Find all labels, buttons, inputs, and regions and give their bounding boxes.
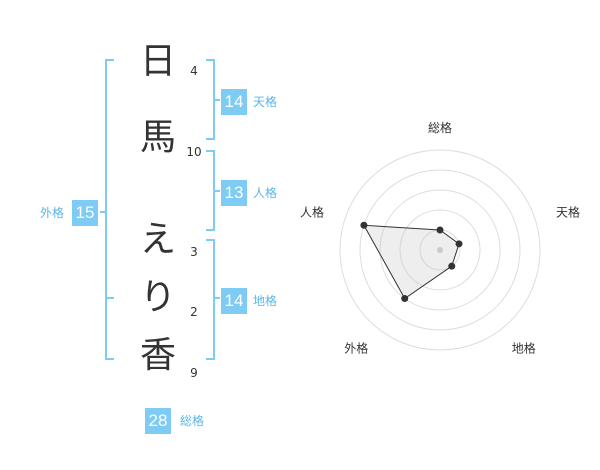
stroke-count-2: 10 (186, 145, 202, 159)
radar-series-polygon (363, 224, 460, 300)
name-char-5: 香 (139, 335, 176, 376)
chikaku-bracket (206, 239, 220, 360)
chikaku-value-badge: 14 (221, 288, 247, 314)
stroke-count-5: 9 (190, 366, 198, 380)
radar-axis-label-2: 天格 (556, 204, 580, 219)
gaikaku-bracket (100, 59, 114, 360)
chikaku-label: 地格 (253, 294, 278, 308)
radar-grid-ring-5 (339, 149, 541, 351)
soukaku-value-badge: 28 (145, 408, 171, 434)
radar-point-4 (401, 295, 409, 303)
radar-axis-label-5: 人格 (300, 204, 324, 219)
tenkaku-label: 天格 (253, 95, 278, 109)
tenkaku-value-badge: 14 (221, 89, 247, 115)
radar-axis-label-3: 地格 (512, 341, 536, 356)
name-char-1: 日 (139, 41, 176, 82)
name-char-4: り (139, 277, 176, 318)
radar-axis-label-4: 外格 (344, 341, 368, 356)
radar-point-3 (448, 262, 456, 270)
radar-grid-ring-3 (379, 189, 501, 311)
radar-point-1 (436, 226, 444, 234)
tenkaku-bracket (206, 59, 220, 140)
soukaku-label: 総格 (180, 414, 205, 428)
radar-center-dot (437, 247, 443, 253)
gaikaku-label: 外格 (40, 206, 65, 220)
jinkaku-value-badge: 13 (221, 180, 247, 206)
radar-axis-label-1: 総格 (428, 120, 452, 135)
stroke-count-1: 4 (190, 64, 198, 78)
stroke-count-4: 2 (190, 305, 198, 319)
radar-point-5 (360, 221, 368, 229)
stroke-count-3: 3 (190, 245, 198, 259)
radar-point-2 (455, 240, 463, 248)
radar-grid-ring-4 (359, 169, 521, 331)
radar-grid-ring-2 (399, 209, 481, 291)
name-char-3: え (139, 219, 176, 260)
jinkaku-bracket (206, 150, 220, 231)
jinkaku-label: 人格 (253, 186, 278, 200)
gaikaku-value-badge: 15 (72, 200, 98, 226)
name-char-2: 馬 (139, 117, 176, 158)
